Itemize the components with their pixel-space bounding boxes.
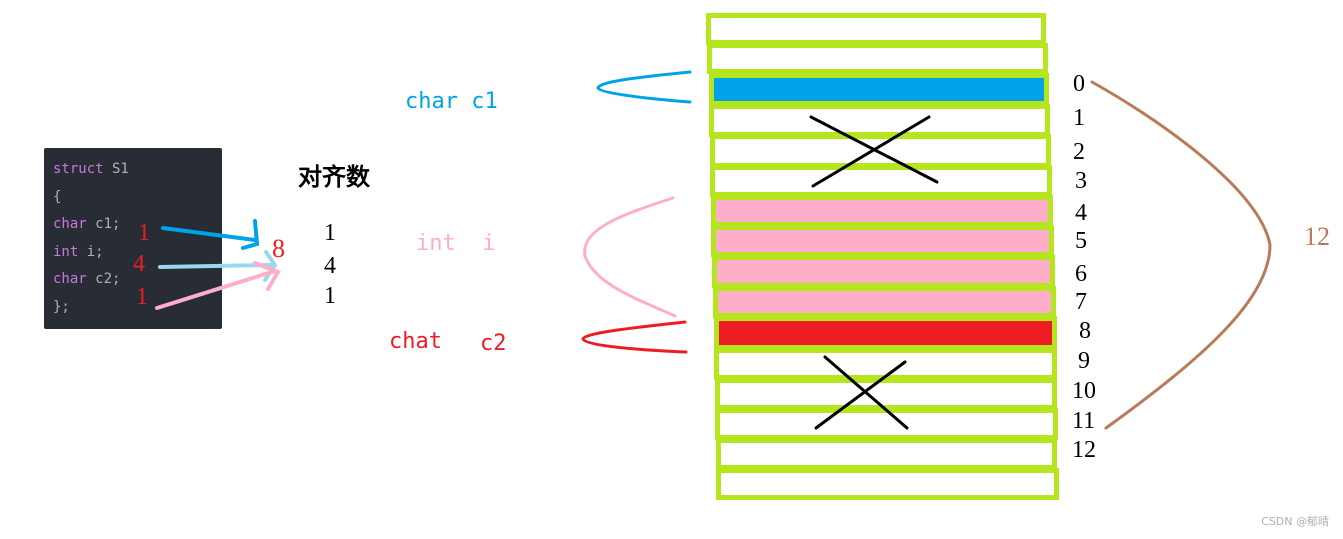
offset-index-11: 11 <box>1072 408 1096 434</box>
memory-cell-6 <box>712 255 1055 288</box>
code-line-char-c2: char c2; <box>53 271 121 287</box>
code-line-close-brace: }; <box>53 299 70 315</box>
offset-index-5: 5 <box>1075 228 1087 254</box>
memory-cell-5 <box>711 225 1054 257</box>
code-size-c1: 1 <box>138 220 150 246</box>
memory-cell-13 <box>716 468 1059 500</box>
offset-index-0: 0 <box>1073 71 1085 97</box>
offset-index-4: 4 <box>1075 200 1087 226</box>
arrow-c2 <box>155 261 281 310</box>
memory-cell-7 <box>713 286 1056 318</box>
code-size-c2: 1 <box>136 284 148 310</box>
offset-index-6: 6 <box>1075 261 1087 287</box>
alignment-value-c2: 1 <box>324 283 336 309</box>
total-size-label: 12 <box>1304 222 1330 251</box>
offset-index-3: 3 <box>1075 168 1087 194</box>
bracket-c2 <box>581 320 688 354</box>
code-line-struct: struct S1 <box>53 161 129 177</box>
code-line-char-c1: char c1; <box>53 216 121 232</box>
memory-cell-8 <box>714 316 1057 350</box>
total-size-brace <box>1090 80 1272 430</box>
code-line-int-i: int i; <box>53 244 104 260</box>
padding-cross-1 <box>809 115 939 188</box>
memory-cell-12 <box>716 438 1057 470</box>
offset-index-1: 1 <box>1073 105 1085 131</box>
offset-index-9: 9 <box>1078 348 1090 374</box>
member-label-i: int i <box>416 231 496 256</box>
offset-index-7: 7 <box>1075 289 1087 315</box>
member-label-c2-name: c2 <box>480 331 507 356</box>
memory-cell-10 <box>715 378 1057 410</box>
max-alignment-value: 8 <box>272 234 285 263</box>
padding-cross-2 <box>814 355 909 430</box>
memory-cell-top-2 <box>707 43 1048 74</box>
bracket-c1 <box>596 70 692 104</box>
arrow-c1 <box>161 219 260 250</box>
memory-cell-3 <box>710 165 1052 197</box>
memory-cell-top-1 <box>706 13 1046 45</box>
code-line-open-brace: { <box>53 189 62 205</box>
member-label-c1: char c1 <box>405 89 498 114</box>
memory-cell-11 <box>715 408 1058 440</box>
code-snippet: struct S1 { char c1; int i; char c2; }; <box>44 148 222 329</box>
alignment-heading: 对齐数 <box>298 163 370 191</box>
offset-index-2: 2 <box>1073 139 1085 165</box>
offset-index-10: 10 <box>1072 378 1096 404</box>
memory-cell-0 <box>709 73 1049 106</box>
member-label-c2-type: chat <box>389 329 442 354</box>
watermark: CSDN @郁晴 <box>1261 515 1329 528</box>
alignment-value-i: 4 <box>324 253 336 279</box>
bracket-i <box>583 196 677 318</box>
alignment-value-c1: 1 <box>324 220 336 246</box>
code-size-i: 4 <box>133 251 145 277</box>
memory-cell-4 <box>711 195 1053 227</box>
offset-index-8: 8 <box>1079 318 1091 344</box>
offset-index-12: 12 <box>1072 437 1096 463</box>
